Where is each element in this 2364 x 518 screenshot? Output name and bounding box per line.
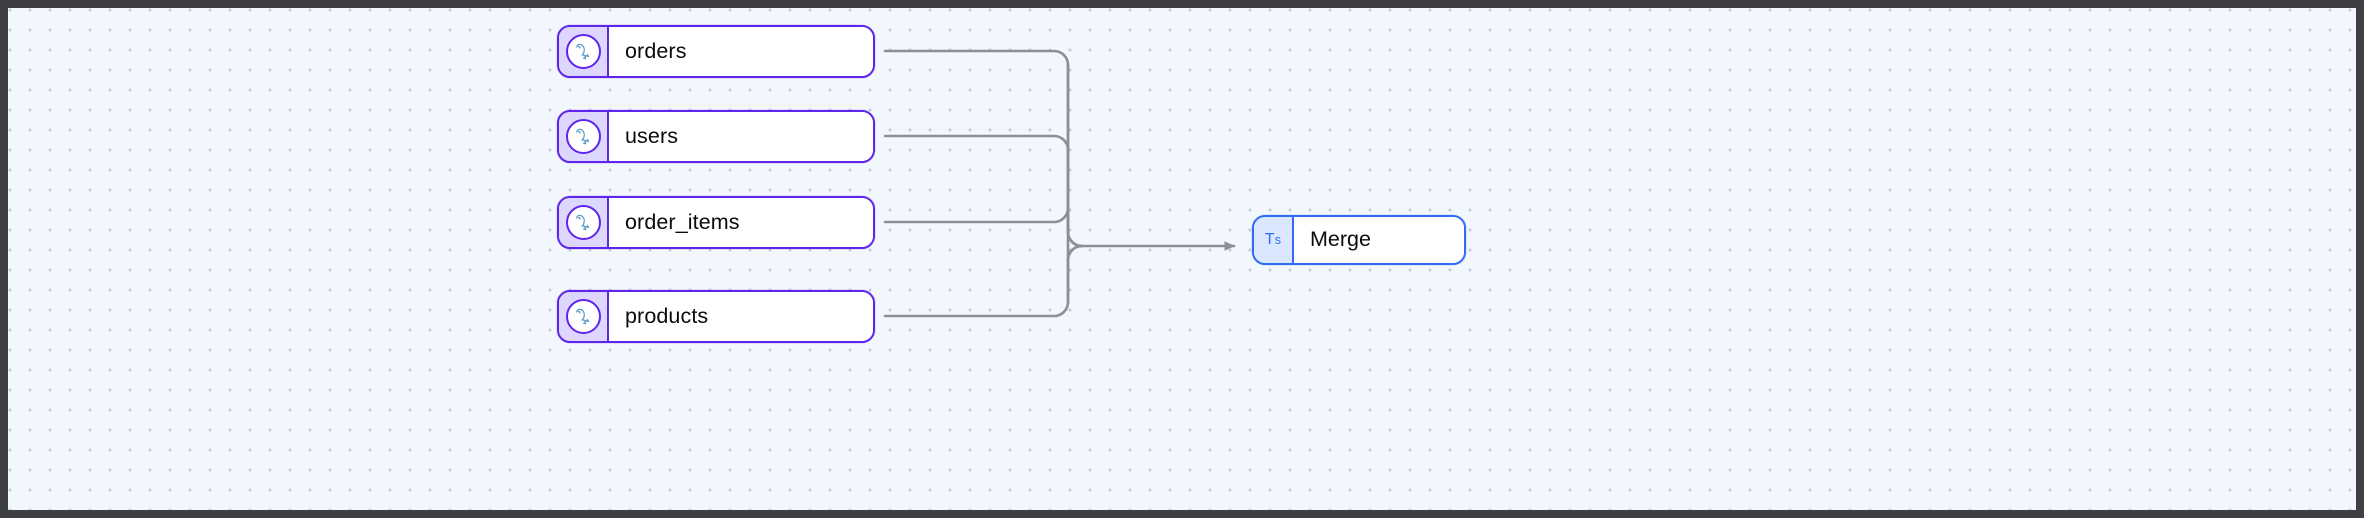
- edge-order-items-to-merge: [883, 206, 1084, 262]
- edge-users-to-merge: [883, 134, 1084, 248]
- workflow-canvas[interactable]: orders users: [8, 8, 2356, 510]
- node-products-body[interactable]: products: [609, 292, 873, 341]
- edge-products-to-merge: [883, 244, 1084, 318]
- node-order-items-body[interactable]: order_items: [609, 198, 873, 247]
- node-orders[interactable]: orders: [557, 25, 875, 78]
- node-products-label: products: [625, 303, 709, 328]
- ts-letter-t: T: [1264, 231, 1275, 248]
- node-order-items-badge: [559, 198, 609, 247]
- mysql-icon: [565, 119, 601, 154]
- mysql-icon: [565, 205, 601, 240]
- node-merge-label: Merge: [1310, 227, 1371, 252]
- edge-orders-to-merge: [883, 49, 1084, 248]
- ts-letter-s: s: [1274, 233, 1282, 247]
- edge-layer: [883, 49, 1236, 318]
- node-merge[interactable]: Ts Merge: [1252, 215, 1466, 265]
- node-users[interactable]: users: [557, 110, 875, 163]
- node-order-items-label: order_items: [625, 209, 740, 234]
- node-orders-badge: [559, 27, 609, 76]
- node-merge-body[interactable]: Merge: [1294, 217, 1464, 263]
- node-users-body[interactable]: users: [609, 112, 873, 161]
- node-orders-label: orders: [625, 38, 687, 63]
- node-users-label: users: [625, 123, 679, 148]
- node-orders-body[interactable]: orders: [609, 27, 873, 76]
- typescript-icon: Ts: [1265, 232, 1281, 248]
- node-products-badge: [559, 292, 609, 341]
- node-merge-badge: Ts: [1254, 217, 1294, 263]
- mysql-icon: [565, 34, 601, 69]
- node-users-badge: [559, 112, 609, 161]
- node-products[interactable]: products: [557, 290, 875, 343]
- mysql-icon: [565, 299, 601, 334]
- node-order-items[interactable]: order_items: [557, 196, 875, 249]
